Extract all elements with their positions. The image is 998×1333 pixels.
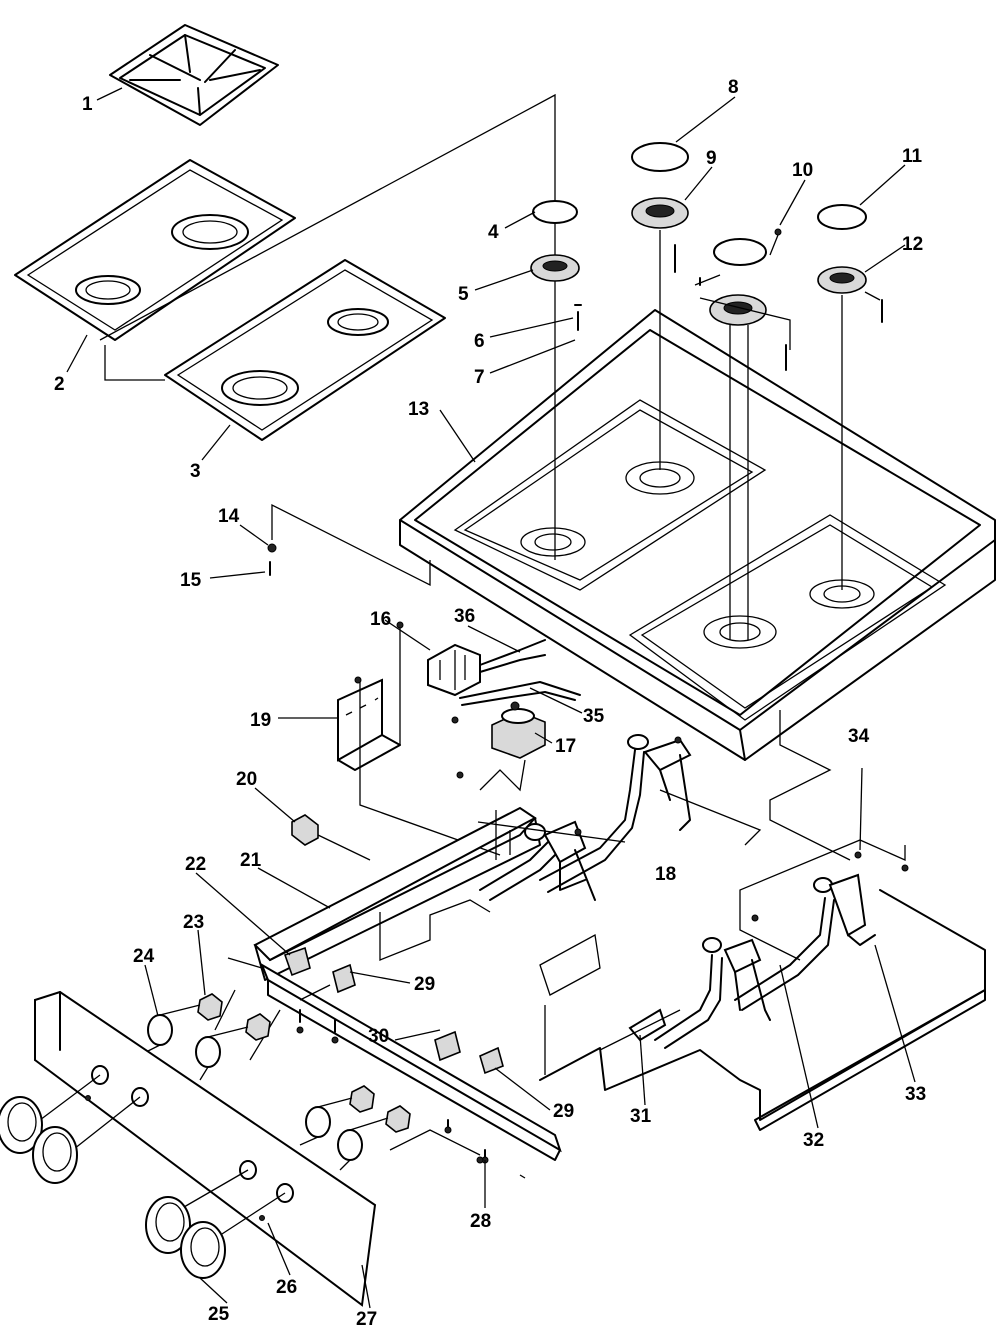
control-knobs bbox=[0, 1096, 226, 1279]
callout-12: 12 bbox=[902, 234, 923, 255]
callout-35: 35 bbox=[583, 706, 605, 727]
knob-dials bbox=[139, 1004, 389, 1171]
callout-1: 1 bbox=[82, 94, 93, 115]
callout-7: 7 bbox=[474, 367, 485, 388]
burner-pan-left bbox=[14, 159, 296, 341]
callout-33: 33 bbox=[905, 1084, 926, 1105]
burner-caps bbox=[532, 142, 867, 266]
lower-shield bbox=[539, 710, 986, 1131]
callout-24: 24 bbox=[133, 946, 155, 967]
burner-pan-right bbox=[164, 259, 446, 441]
cooktop bbox=[399, 309, 996, 761]
burner-grate bbox=[109, 24, 279, 126]
callout-10: 10 bbox=[792, 160, 813, 181]
callout-11: 11 bbox=[902, 146, 923, 167]
callout-36: 36 bbox=[454, 606, 475, 627]
callout-22: 22 bbox=[185, 854, 206, 875]
callout-17: 17 bbox=[555, 736, 576, 757]
burner-heads bbox=[530, 197, 867, 326]
callout-5: 5 bbox=[458, 284, 469, 305]
mounting-bracket bbox=[337, 625, 501, 856]
fitting bbox=[291, 814, 371, 861]
callout-30: 30 bbox=[368, 1026, 389, 1047]
callout-15: 15 bbox=[180, 570, 202, 591]
callout-14: 14 bbox=[218, 506, 240, 527]
callout-29-lower: 29 bbox=[553, 1101, 574, 1122]
callout-leaders bbox=[66, 87, 916, 1309]
callout-23: 23 bbox=[183, 912, 204, 933]
valve-rail bbox=[214, 946, 562, 1179]
callout-4: 4 bbox=[488, 222, 499, 243]
callout-18: 18 bbox=[655, 864, 676, 885]
callout-2: 2 bbox=[54, 374, 65, 395]
igniters bbox=[574, 228, 883, 371]
callout-16: 16 bbox=[370, 609, 391, 630]
callout-21: 21 bbox=[240, 850, 262, 871]
callout-29-upper: 29 bbox=[414, 974, 435, 995]
callout-27: 27 bbox=[356, 1309, 377, 1330]
callout-13: 13 bbox=[408, 399, 429, 420]
callout-6: 6 bbox=[474, 331, 485, 352]
callout-20: 20 bbox=[236, 769, 257, 790]
callout-31: 31 bbox=[630, 1106, 652, 1127]
screws-14-15 bbox=[267, 503, 431, 587]
callout-25: 25 bbox=[208, 1304, 230, 1325]
callout-28: 28 bbox=[470, 1211, 491, 1232]
callout-3: 3 bbox=[190, 461, 201, 482]
burner-tubes-right bbox=[628, 873, 876, 1049]
callout-labels: 1 2 3 4 5 6 7 8 9 10 11 12 13 14 15 16 1… bbox=[54, 77, 926, 1330]
knob-hubs bbox=[197, 993, 411, 1133]
callout-32: 32 bbox=[803, 1130, 824, 1151]
pressure-regulator bbox=[479, 701, 546, 792]
callout-19: 19 bbox=[250, 710, 271, 731]
callout-8: 8 bbox=[728, 77, 739, 98]
callout-34: 34 bbox=[848, 726, 870, 747]
callout-9: 9 bbox=[706, 148, 717, 169]
misc-screws bbox=[354, 621, 909, 1164]
terminal-block bbox=[427, 639, 581, 706]
callout-26: 26 bbox=[276, 1277, 297, 1298]
control-panel bbox=[34, 990, 377, 1307]
